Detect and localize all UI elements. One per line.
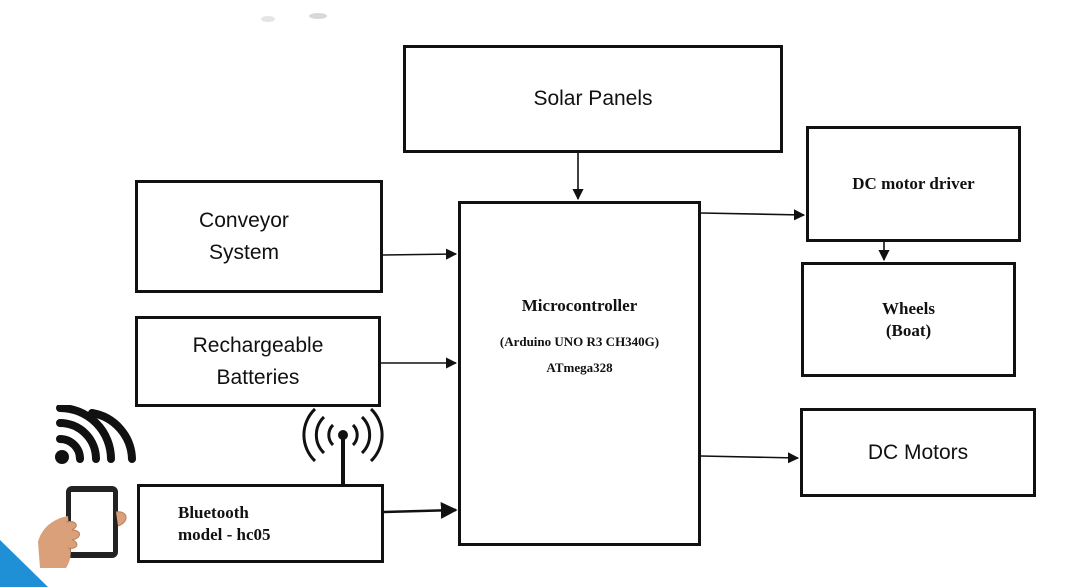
batteries-label-line1: Rechargeable xyxy=(192,333,324,357)
wheels-block: Wheels (Boat) xyxy=(801,262,1016,377)
wheels-label-line1: Wheels xyxy=(882,298,935,318)
dc-motors-label: DC Motors xyxy=(867,440,969,464)
microcontroller-block: Microcontroller (Arduino UNO R3 CH340G) … xyxy=(458,201,701,546)
dc-motor-driver-block: DC motor driver xyxy=(806,126,1021,242)
microcontroller-board: (Arduino UNO R3 CH340G) xyxy=(499,334,660,349)
conveyor-label-line2: System xyxy=(208,240,279,264)
top-decoration xyxy=(261,13,327,22)
slide-corner-decoration xyxy=(0,540,48,587)
arrow-micro-to-driver xyxy=(700,209,806,221)
hand-holding-smartphone-icon xyxy=(38,486,127,568)
conveyor-system-block: Conveyor System xyxy=(135,180,383,293)
rechargeable-batteries-block: Rechargeable Batteries xyxy=(135,316,381,407)
batteries-label-line2: Batteries xyxy=(216,365,300,389)
wheels-label-line2: (Boat) xyxy=(885,320,932,340)
bluetooth-module-block: Bluetooth model - hc05 xyxy=(137,484,384,563)
microcontroller-title: Microcontroller xyxy=(521,296,638,315)
antenna-broadcast-icon xyxy=(302,407,384,484)
solar-panels-label: Solar Panels xyxy=(533,87,653,110)
bluetooth-label-line2: model - hc05 xyxy=(178,524,271,544)
wifi-signal-icon xyxy=(55,405,136,464)
conveyor-label-line1: Conveyor xyxy=(199,208,289,232)
dc-motor-driver-label: DC motor driver xyxy=(852,174,975,193)
arrow-micro-to-motors xyxy=(700,452,800,464)
arrow-conveyor-to-micro xyxy=(382,248,458,260)
dc-motors-block: DC Motors xyxy=(800,408,1036,497)
solar-panels-block: Solar Panels xyxy=(403,45,783,153)
microcontroller-chip: ATmega328 xyxy=(546,360,613,375)
bluetooth-label-line1: Bluetooth xyxy=(178,502,249,522)
arrow-bluetooth-to-micro xyxy=(383,502,458,519)
